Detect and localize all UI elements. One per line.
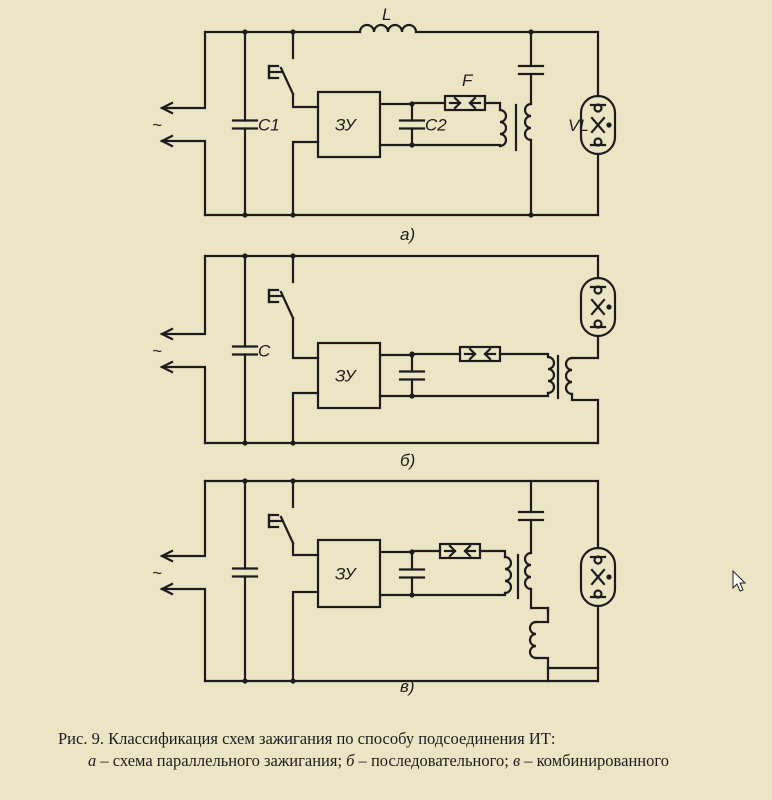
lamp-vl <box>579 94 617 156</box>
top-wire <box>203 254 600 280</box>
switch-contact <box>279 290 295 320</box>
wire <box>410 143 502 148</box>
arrow-icon <box>159 101 174 115</box>
inductor-label: L <box>382 5 391 24</box>
arrow-icon <box>159 360 174 374</box>
coil <box>498 108 508 148</box>
wire <box>529 587 550 624</box>
lamp-vl <box>579 276 617 338</box>
arrow-icon <box>159 582 174 596</box>
charger-label: ЗУ <box>335 116 358 135</box>
legend-a: – схема параллельного зажигания; <box>96 751 347 770</box>
spark-gap-f <box>458 345 502 363</box>
wire <box>498 352 550 359</box>
switch-contact <box>279 66 295 96</box>
arrow <box>453 96 462 110</box>
caption-legend: а – схема параллельного зажигания; б – п… <box>58 750 758 772</box>
junction-dot <box>409 351 415 357</box>
circuit-b: ~ C ЗУ б) <box>152 253 617 470</box>
junction-dot <box>528 29 534 35</box>
capacitor-label: C <box>258 342 271 361</box>
arrow-icon <box>159 549 174 563</box>
input-wire <box>160 254 207 336</box>
input-wire <box>160 139 207 217</box>
coil <box>528 620 538 660</box>
wire <box>291 391 320 445</box>
key-c: в <box>512 751 521 770</box>
arrow <box>468 96 477 110</box>
wire <box>291 316 320 360</box>
ac-symbol: ~ <box>152 116 162 135</box>
subfigure-label: в) <box>400 677 415 696</box>
lamp-label: VL <box>568 116 589 135</box>
charger-label: ЗУ <box>335 565 358 584</box>
lamp-vl <box>579 546 617 608</box>
wire <box>410 391 550 398</box>
key-b: б <box>346 751 355 770</box>
legend-c: – комбиниро­ванного <box>520 751 669 770</box>
capacitor-label: C2 <box>425 116 447 135</box>
caption-title: Рис. 9. Классификация схем зажигания по … <box>58 729 556 748</box>
wire <box>483 101 502 112</box>
subfigure-label: а) <box>400 225 415 244</box>
wire <box>570 392 600 445</box>
fuse-label: F <box>462 71 474 90</box>
wire <box>291 541 320 557</box>
lamp-bulb <box>579 94 617 156</box>
wire <box>291 140 320 217</box>
arrow <box>483 347 492 361</box>
junction-dot <box>242 440 248 446</box>
wire <box>291 92 320 109</box>
capacitor-label: C1 <box>258 116 280 135</box>
junction-dot <box>606 122 612 128</box>
cross <box>590 298 606 316</box>
spark-gap-f <box>443 94 487 112</box>
coil <box>546 355 556 395</box>
spark-gap-f <box>438 542 482 560</box>
circuit-c: ~ ЗУ в) <box>152 478 617 696</box>
top-wire <box>203 479 600 550</box>
charger-block <box>316 538 382 609</box>
arrow <box>463 544 472 558</box>
charger-label: ЗУ <box>335 367 358 386</box>
legend-b: – последовательного; <box>354 751 513 770</box>
ac-symbol: ~ <box>152 342 162 361</box>
wire <box>534 656 550 683</box>
coil <box>523 102 533 142</box>
wire <box>291 590 320 683</box>
wire <box>410 591 507 597</box>
arrow-icon <box>159 327 174 341</box>
junction-dot <box>242 212 248 218</box>
subfigure-label: б) <box>400 451 415 470</box>
coil <box>523 551 533 591</box>
mouse-cursor-icon <box>732 569 747 592</box>
coil <box>503 555 513 595</box>
junction-dot <box>528 212 534 218</box>
input-wire <box>160 479 207 558</box>
junction-dot <box>606 574 612 580</box>
key-a: а <box>88 751 97 770</box>
top-wire <box>414 30 600 98</box>
switch-contact <box>279 515 295 545</box>
coil <box>564 356 574 396</box>
input-wire <box>160 365 207 445</box>
arrow-icon <box>159 134 174 148</box>
arrow <box>468 347 477 361</box>
arrow <box>448 544 457 558</box>
inductor-l <box>358 23 418 34</box>
wire <box>478 549 507 559</box>
charger-block <box>316 90 382 159</box>
input-wire <box>160 587 207 683</box>
ac-symbol: ~ <box>152 564 162 583</box>
junction-dot <box>242 678 248 684</box>
figure-caption: Рис. 9. Классификация схем зажигания по … <box>58 728 758 772</box>
charger-block <box>316 341 382 410</box>
cross <box>590 116 606 134</box>
wire <box>570 334 600 360</box>
circuit-a: ~ C1 ЗУ C2 L VL Fа) <box>152 5 617 244</box>
cross <box>590 568 606 586</box>
junction-dot <box>606 304 612 310</box>
input-wire <box>160 30 207 110</box>
